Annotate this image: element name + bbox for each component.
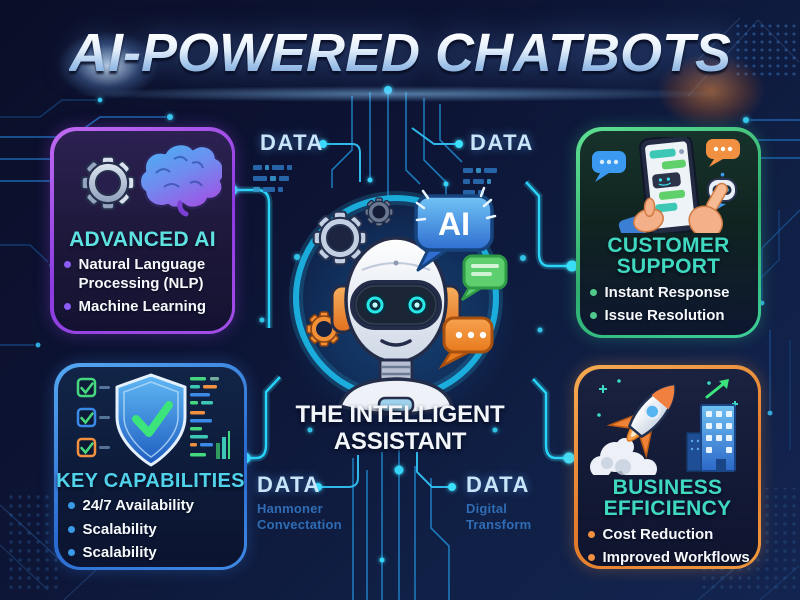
list-item: Natural Language Processing (NLP) xyxy=(63,256,226,293)
list-item: Instant Response xyxy=(589,284,752,302)
svg-text:AI: AI xyxy=(438,206,470,242)
building-icon xyxy=(685,403,736,472)
card-title-business-efficiency: BUSINESS EFFICIENCY xyxy=(603,475,732,521)
checkbox-icon xyxy=(76,377,110,457)
list-item: Machine Learning xyxy=(63,298,226,316)
business-efficiency-list: Cost Reduction Improved Workflows xyxy=(584,526,752,573)
hand-icon xyxy=(618,197,664,233)
card-customer-support: CUSTOMER SUPPORT Instant Response Issue … xyxy=(576,127,761,338)
green-chat-bubble xyxy=(460,254,508,302)
bullet-dot xyxy=(587,531,595,539)
caption-line2: ASSISTANT xyxy=(333,427,467,455)
rocket-icon xyxy=(589,375,747,475)
smartphone-chat-icon xyxy=(590,136,748,233)
bullet-dot xyxy=(587,554,595,562)
pointing-finger-icon xyxy=(687,182,728,233)
clouds-icon xyxy=(589,437,657,475)
gear-brain-icon xyxy=(64,137,222,227)
data-label-top-left: DATA xyxy=(260,130,324,155)
robot-torso xyxy=(337,377,455,416)
circuit-node xyxy=(379,465,404,563)
data-sub-line: Digital xyxy=(466,501,508,516)
data-label-top-right: DATA xyxy=(470,130,534,155)
data-connector-node xyxy=(314,140,463,491)
list-item: Scalability xyxy=(67,521,238,539)
data-sub-line: Transform xyxy=(466,516,532,532)
glow-dot xyxy=(259,254,543,433)
advanced-ai-list: Natural Language Processing (NLP) Machin… xyxy=(60,256,226,321)
bullet-dot xyxy=(63,302,71,310)
data-sub-line: Convectation xyxy=(257,516,342,532)
code-lines-icon xyxy=(189,376,230,459)
list-item: Issue Resolution xyxy=(589,307,752,325)
ai-speech-bubble: AI xyxy=(414,186,497,272)
data-sub-line: Hanmoner xyxy=(257,501,323,516)
bullet-dot xyxy=(67,502,75,510)
key-capabilities-list: 24/7 Availability Scalability Scalabilit… xyxy=(64,497,238,567)
orange-chat-bubble xyxy=(438,316,494,370)
shield-check-icon xyxy=(72,373,230,469)
robot-visor xyxy=(350,280,442,330)
chat-bubble-icon xyxy=(591,150,626,182)
card-key-capabilities: KEY CAPABILITIES 24/7 Availability Scala… xyxy=(54,363,247,570)
dot-matrix-decoration xyxy=(4,494,62,594)
light-streak xyxy=(70,86,730,102)
circuit-trace xyxy=(0,504,800,600)
brain-icon xyxy=(138,142,222,216)
card-business-efficiency: BUSINESS EFFICIENCY Cost Reduction Impro… xyxy=(574,365,761,569)
bullet-dot xyxy=(589,312,597,320)
page-title: AI-POWERED CHATBOTS xyxy=(69,23,731,83)
robot-eye xyxy=(406,294,428,316)
card-title-advanced-ai: ADVANCED AI xyxy=(69,227,216,251)
circuit-trace xyxy=(331,86,463,196)
data-label-bottom-left: DATA Hanmoner Convectation xyxy=(257,472,342,532)
chat-bubble-icon xyxy=(705,138,740,167)
robot-illustration: AI xyxy=(289,186,508,416)
list-item: Scalability xyxy=(67,544,238,562)
list-item: Improved Workflows xyxy=(587,549,752,567)
data-connector xyxy=(322,127,455,488)
list-item: 24/7 Availability xyxy=(67,497,238,515)
bullet-dot xyxy=(63,261,71,269)
list-item: Cost Reduction xyxy=(587,526,752,544)
robot-smile xyxy=(380,339,412,347)
circuit-trace xyxy=(352,450,450,600)
card-advanced-ai: ADVANCED AI Natural Language Processing … xyxy=(50,127,235,334)
customer-support-list: Instant Response Issue Resolution xyxy=(586,284,752,331)
bullet-dot xyxy=(589,289,597,297)
bullet-dot xyxy=(67,525,75,533)
caption-line1: THE INTELLIGENT xyxy=(295,401,505,428)
data-label-bottom-right: DATA Digital Transform xyxy=(466,472,532,532)
bullet-dot xyxy=(67,548,75,556)
card-title-key-capabilities: KEY CAPABILITIES xyxy=(56,469,245,492)
growth-arrow-icon xyxy=(705,378,729,398)
card-title-customer-support: CUSTOMER SUPPORT xyxy=(607,233,730,279)
center-caption: THE INTELLIGENT ASSISTANT xyxy=(280,401,520,456)
robot-eye xyxy=(364,294,386,316)
